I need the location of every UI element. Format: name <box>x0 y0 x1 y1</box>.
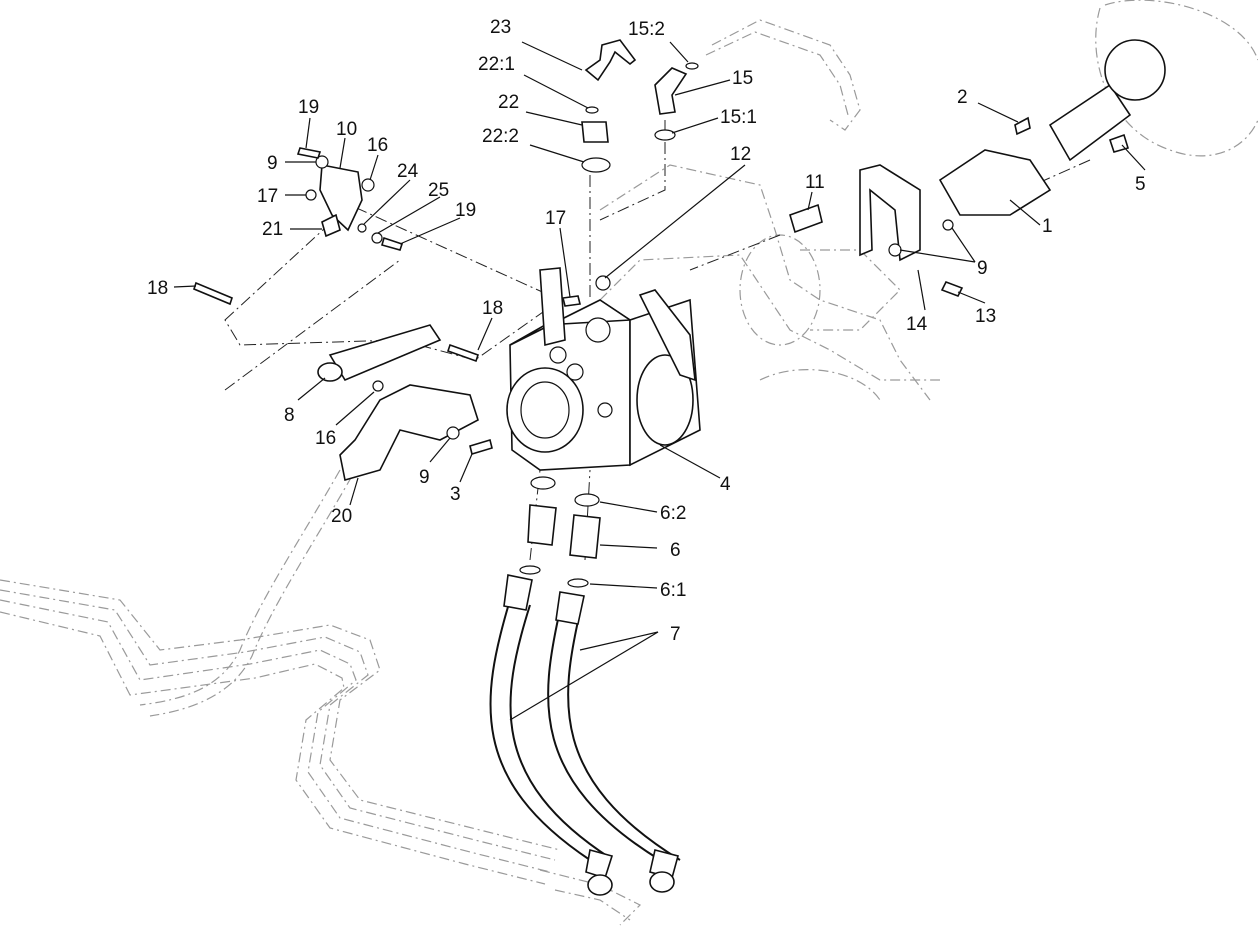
washer-24 <box>357 223 367 233</box>
bolt-3 <box>469 438 493 456</box>
phantom-engine-outline <box>1104 0 1258 61</box>
callout-15-2: 15:2 <box>628 19 665 40</box>
nut-9c <box>446 426 460 440</box>
callout-17-pump: 17 <box>545 208 566 229</box>
elbow-15 <box>654 67 688 115</box>
nut-12 <box>595 275 611 291</box>
hose-end-fitting-right <box>555 591 585 625</box>
callout-16-lower: 16 <box>315 428 336 449</box>
callout-24: 24 <box>397 161 419 182</box>
callout-18-right: 18 <box>482 298 503 319</box>
callout-9-upper: 9 <box>267 153 278 174</box>
o-ring-15-1 <box>654 129 676 141</box>
pump-outlet-fittings <box>519 476 601 588</box>
bolt-11 <box>789 203 823 234</box>
o-ring-22-1 <box>585 106 599 114</box>
callout-7: 7 <box>670 624 681 645</box>
callout-6-1: 6:1 <box>660 580 686 601</box>
callout-22: 22 <box>498 92 519 113</box>
bolt-19b <box>381 236 404 251</box>
o-ring-left <box>530 476 556 490</box>
bolt-5 <box>1108 133 1130 153</box>
callout-labels: 23 15:2 22:1 15 22 15:1 22:2 2 19 10 16 … <box>147 17 1146 645</box>
control-linkage <box>193 147 493 482</box>
callout-13: 13 <box>975 306 996 327</box>
adapter-22 <box>581 121 609 143</box>
hose-end-fitting-left <box>503 574 533 611</box>
callout-4: 4 <box>720 474 731 495</box>
callout-12: 12 <box>730 144 751 165</box>
washer-25 <box>371 232 383 244</box>
bolt-2 <box>1014 116 1031 136</box>
drive-shaft-spline <box>1048 83 1132 162</box>
bracket-10 <box>319 164 363 232</box>
drive-shaft-1 <box>938 149 1052 216</box>
callout-8: 8 <box>284 405 295 426</box>
o-ring-22-2 <box>581 157 611 173</box>
o-ring-15-2 <box>685 62 699 70</box>
callout-19-upper: 19 <box>298 97 319 118</box>
nut-16 <box>361 178 375 192</box>
callout-9-right: 9 <box>977 258 988 279</box>
callout-2: 2 <box>957 87 968 108</box>
callout-25: 25 <box>428 180 449 201</box>
callout-22-1: 22:1 <box>478 54 515 75</box>
bolt-13 <box>940 280 964 298</box>
pump-end-cover <box>636 354 694 446</box>
adapter-6 <box>569 514 601 559</box>
flywheel-adapter <box>1104 39 1166 101</box>
o-ring-6-2 <box>574 493 600 507</box>
washer-9 <box>942 219 954 231</box>
damper-8 <box>328 324 442 382</box>
bolt-19a <box>296 147 322 159</box>
callout-17-upper: 17 <box>257 186 278 207</box>
callout-15: 15 <box>732 68 753 89</box>
callout-20: 20 <box>331 506 352 527</box>
nut-17 <box>305 189 317 201</box>
bolt-18a <box>193 281 233 306</box>
callout-21: 21 <box>262 219 283 240</box>
callout-6: 6 <box>670 540 681 561</box>
bolt-17a <box>562 295 581 307</box>
hydrostatic-pump <box>506 267 701 471</box>
drive-shaft-assembly <box>562 39 1166 307</box>
callout-6-2: 6:2 <box>660 503 686 524</box>
callout-10: 10 <box>336 119 357 140</box>
callout-14: 14 <box>906 314 928 335</box>
callout-23: 23 <box>490 17 511 38</box>
bolt-18b <box>446 343 480 363</box>
pump-arm-20 <box>339 384 479 482</box>
callout-22-2: 22:2 <box>482 126 519 147</box>
hydraulic-hoses <box>489 574 681 896</box>
callout-18-left: 18 <box>147 278 168 299</box>
pump-control-lever <box>539 267 566 347</box>
case-drain-fittings <box>581 39 699 173</box>
callout-16-upper: 16 <box>367 135 388 156</box>
callout-9-lower: 9 <box>419 467 430 488</box>
adapter-left <box>527 504 557 546</box>
callout-11: 11 <box>805 172 825 193</box>
callout-leaders <box>173 41 1146 721</box>
callout-5: 5 <box>1135 174 1146 195</box>
callout-15-1: 15:1 <box>720 107 757 128</box>
nut-9b <box>888 243 902 257</box>
tube-23 <box>584 39 637 82</box>
callout-19-lower: 19 <box>455 200 476 221</box>
stud-21 <box>321 213 341 238</box>
callout-3: 3 <box>450 484 461 505</box>
callout-1: 1 <box>1042 216 1053 237</box>
nut-16b <box>372 380 384 392</box>
bracket-14 <box>859 164 921 262</box>
o-ring-6-1 <box>567 578 589 588</box>
